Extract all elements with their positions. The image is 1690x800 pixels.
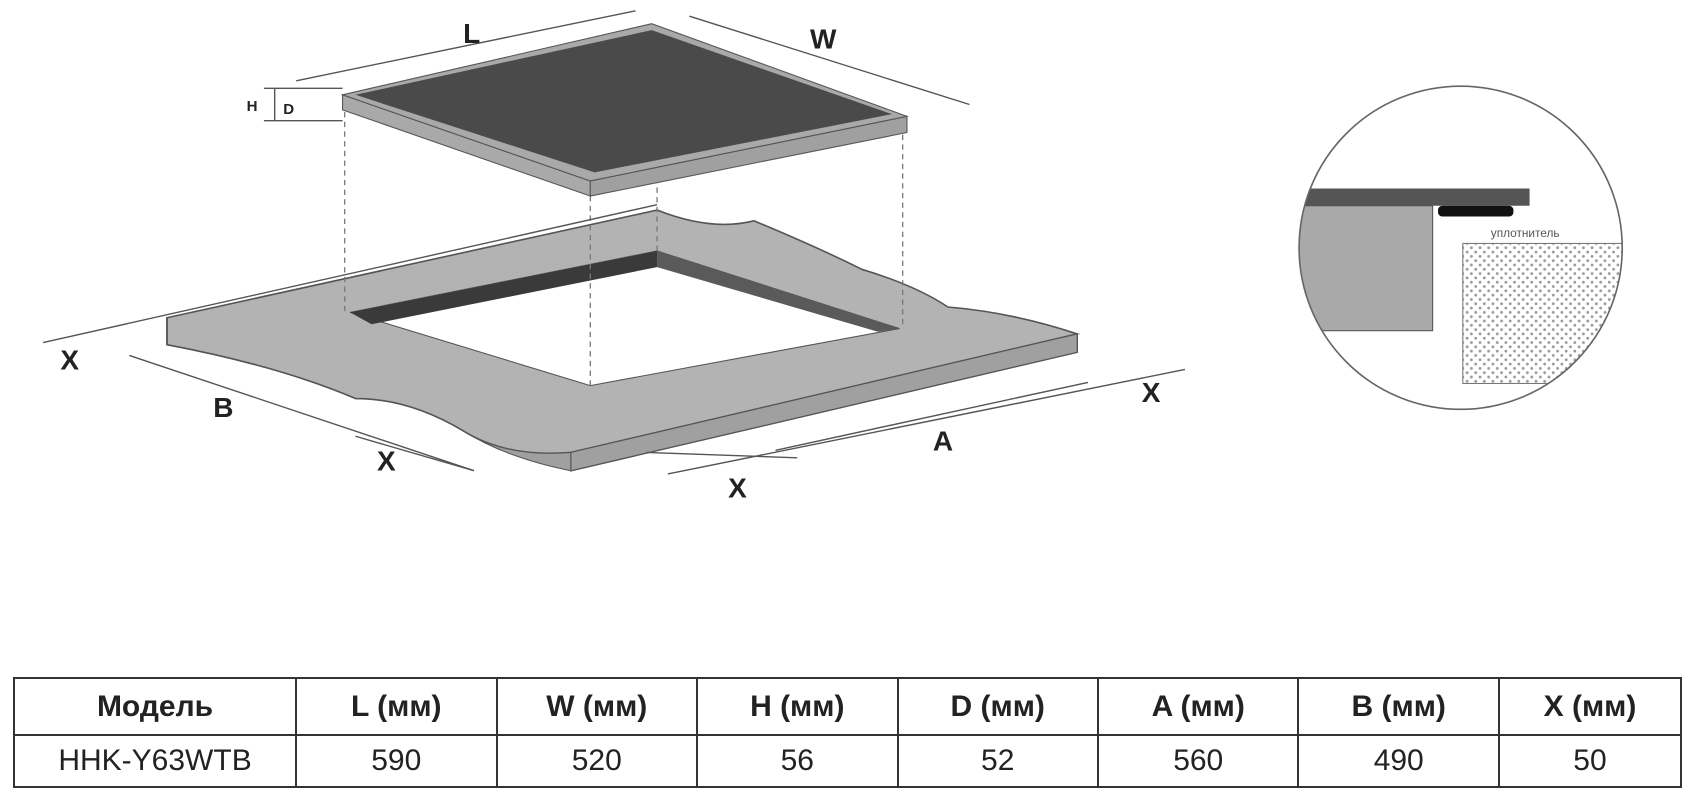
- header-L: L (мм): [295, 677, 498, 736]
- label-W: W: [810, 23, 837, 54]
- cell-L: 590: [295, 734, 498, 788]
- header-B: B (мм): [1297, 677, 1500, 736]
- installation-diagram: L W H D X B X X A X уплотнитель: [42, 10, 1624, 504]
- projection-lines: [344, 102, 904, 388]
- dimensions-table: Модель L (мм) W (мм) H (мм) D (мм) A (мм…: [12, 677, 1683, 788]
- header-A: A (мм): [1096, 677, 1300, 736]
- header-X: X (мм): [1497, 677, 1683, 736]
- seal-label: уплотнитель: [1491, 226, 1560, 240]
- cell-model: HHK-Y63WTB: [12, 734, 298, 788]
- label-X-right: X: [1142, 377, 1161, 408]
- label-H: H: [247, 98, 258, 115]
- cell-A: 560: [1096, 734, 1300, 788]
- label-X-front-left: X: [377, 446, 396, 477]
- label-A: A: [933, 425, 953, 456]
- countertop: [166, 209, 1081, 472]
- table-header-row: Модель L (мм) W (мм) H (мм) D (мм) A (мм…: [12, 677, 1683, 736]
- cell-X: 50: [1497, 734, 1683, 788]
- header-D: D (мм): [896, 677, 1099, 736]
- header-W: W (мм): [495, 677, 699, 736]
- cooktop: [340, 23, 909, 197]
- seal-detail-inset: уплотнитель: [1298, 85, 1624, 411]
- table-row: HHK-Y63WTB 590 520 56 52 560 490 50: [12, 734, 1683, 788]
- header-model: Модель: [12, 677, 298, 736]
- label-L: L: [463, 18, 480, 49]
- label-X-front: X: [728, 473, 747, 504]
- dimension-lines: [42, 10, 1186, 475]
- label-D: D: [283, 101, 294, 118]
- cell-H: 56: [696, 734, 899, 788]
- cell-W: 520: [495, 734, 699, 788]
- label-B: B: [213, 392, 233, 423]
- label-X-left: X: [60, 344, 79, 375]
- cell-B: 490: [1297, 734, 1500, 788]
- header-H: H (мм): [696, 677, 899, 736]
- cell-D: 52: [896, 734, 1099, 788]
